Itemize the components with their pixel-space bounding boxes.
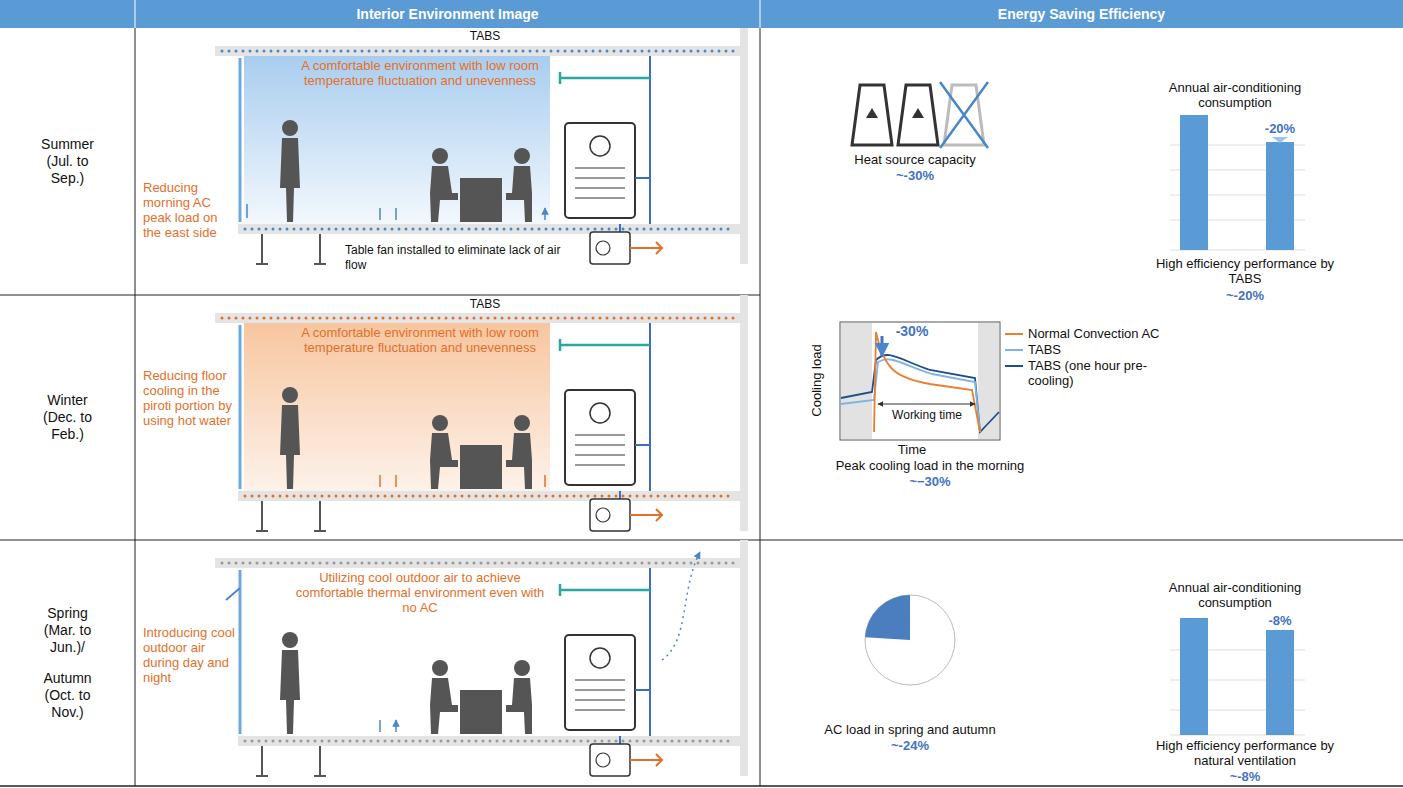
drawing-path	[878, 404, 975, 405]
drawing-path	[662, 552, 700, 660]
legend-line-sample	[1005, 333, 1023, 335]
label-text: High efficiency performance by TABS	[1150, 256, 1340, 286]
label-text: A comfortable environment with low room …	[300, 58, 540, 88]
label-text: TABS	[455, 29, 515, 44]
label-text: TABS	[455, 297, 515, 312]
header-cell: Interior Environment Image	[135, 0, 760, 28]
label-text: ~-30%	[835, 168, 995, 183]
cell-text: Interior Environment Image	[356, 6, 538, 22]
legend-text: TABS (one hour pre-cooling)	[1028, 358, 1180, 388]
label-text: Utilizing cool outdoor air to achieve co…	[290, 570, 550, 615]
legend-line-sample	[1005, 365, 1023, 367]
legend-line-sample	[1005, 349, 1023, 351]
label-text: -30%	[889, 324, 935, 339]
tabs-bar-chart	[1170, 115, 1305, 250]
drawing-path	[865, 595, 910, 640]
label-text: Reducing floor cooling in the piroti por…	[143, 368, 235, 428]
cell-text: Spring (Mar. to Jun.)/	[31, 605, 105, 656]
drawing-line	[222, 562, 735, 565]
cell-text: Autumn (Oct. to Nov.)	[31, 670, 105, 721]
drawing-circle	[865, 595, 955, 685]
label-text: Peak cooling load in the morning	[810, 458, 1050, 473]
drawing-line	[760, 0, 761, 28]
drawing-path	[940, 82, 988, 148]
label-text: Working time	[877, 408, 977, 423]
label-text: Heat source capacity	[835, 152, 995, 167]
label-text: Annual air-conditioning consumption	[1150, 580, 1320, 610]
drawing-use	[215, 28, 748, 264]
cooling-load-chart	[840, 322, 1000, 440]
winter-room	[215, 295, 748, 531]
drawing-path	[841, 355, 999, 432]
drawing-path	[874, 332, 980, 432]
drawing-rect	[1180, 618, 1208, 735]
label-text: ~-8%	[1140, 769, 1350, 784]
drawing-path	[912, 108, 924, 118]
drawing-line	[135, 28, 136, 786]
label-text: ~-20%	[1150, 288, 1340, 303]
drawing-path	[881, 336, 884, 356]
drawing-rect	[1266, 142, 1294, 250]
drawing-line	[245, 740, 735, 743]
drawing-line	[760, 28, 761, 786]
label-text: ~−30%	[810, 474, 1050, 489]
drawing-rect	[1266, 630, 1294, 735]
drawing-rect	[840, 322, 1000, 440]
drawing-line	[0, 295, 760, 296]
legend-text: TABS	[1028, 342, 1061, 357]
drawing-line	[222, 317, 735, 320]
label-text: ~-24%	[790, 738, 1030, 753]
chart-legend: Normal Convection ACTABSTABS (one hour p…	[1005, 326, 1180, 389]
drawing-path	[841, 359, 980, 432]
drawing-path	[852, 85, 892, 145]
drawing-line	[245, 495, 735, 498]
label-text: High efficiency performance by natural v…	[1140, 738, 1350, 768]
legend-item: TABS (one hour pre-cooling)	[1005, 358, 1180, 388]
label-text: Annual air-conditioning consumption	[1150, 80, 1320, 110]
drawing-line	[0, 540, 1403, 541]
label-text: Introducing cool outdoor air during day …	[143, 625, 235, 685]
summer-room	[215, 28, 748, 264]
ventilation-bar-chart	[1170, 618, 1305, 735]
cell-text: Summer (Jul. to Sep.)	[31, 136, 105, 187]
drawing-path	[898, 85, 938, 145]
drawing-rect	[1180, 115, 1208, 250]
drawing-line	[245, 228, 735, 231]
season-cell: Spring (Mar. to Jun.)/ Autumn (Oct. to No…	[0, 540, 135, 786]
ac-load-pie	[865, 595, 955, 685]
drawing-rect	[841, 323, 872, 439]
drawing-path	[247, 204, 545, 220]
label-text: Cooling load	[809, 336, 824, 426]
heat-source-icon	[852, 82, 988, 148]
drawing-line	[0, 785, 1403, 787]
label-text: A comfortable environment with low room …	[300, 325, 540, 355]
label-text: AC load in spring and autumn	[790, 722, 1030, 737]
legend-item: Normal Convection AC	[1005, 326, 1180, 341]
cell-text: Energy Saving Efficiency	[998, 6, 1165, 22]
header-band	[0, 0, 1403, 28]
season-cell: Summer (Jul. to Sep.)	[0, 28, 135, 295]
drawing-use	[215, 295, 748, 531]
label-text: Time	[888, 442, 936, 457]
legend-item: TABS	[1005, 342, 1180, 357]
drawing-path	[380, 720, 396, 732]
label-text: -8%	[1258, 613, 1302, 628]
drawing-path	[1272, 137, 1288, 143]
label-text: Table fan installed to eliminate lack of…	[345, 243, 570, 273]
spring-room	[215, 540, 748, 776]
drawing-rect	[978, 323, 999, 439]
cell-text: Winter (Dec. to Feb.)	[31, 392, 105, 443]
season-cell: Winter (Dec. to Feb.)	[0, 295, 135, 540]
drawing-path	[866, 108, 878, 118]
header-cell: Energy Saving Efficiency	[760, 0, 1403, 28]
label-text: -20%	[1258, 121, 1302, 136]
legend-text: Normal Convection AC	[1028, 326, 1160, 341]
drawing-path	[226, 588, 240, 600]
drawing-path	[380, 475, 545, 487]
drawing-line	[222, 50, 735, 53]
drawing-line	[135, 0, 136, 28]
drawing-use	[215, 540, 748, 776]
label-text: Reducing morning AC peak load on the eas…	[143, 180, 235, 240]
